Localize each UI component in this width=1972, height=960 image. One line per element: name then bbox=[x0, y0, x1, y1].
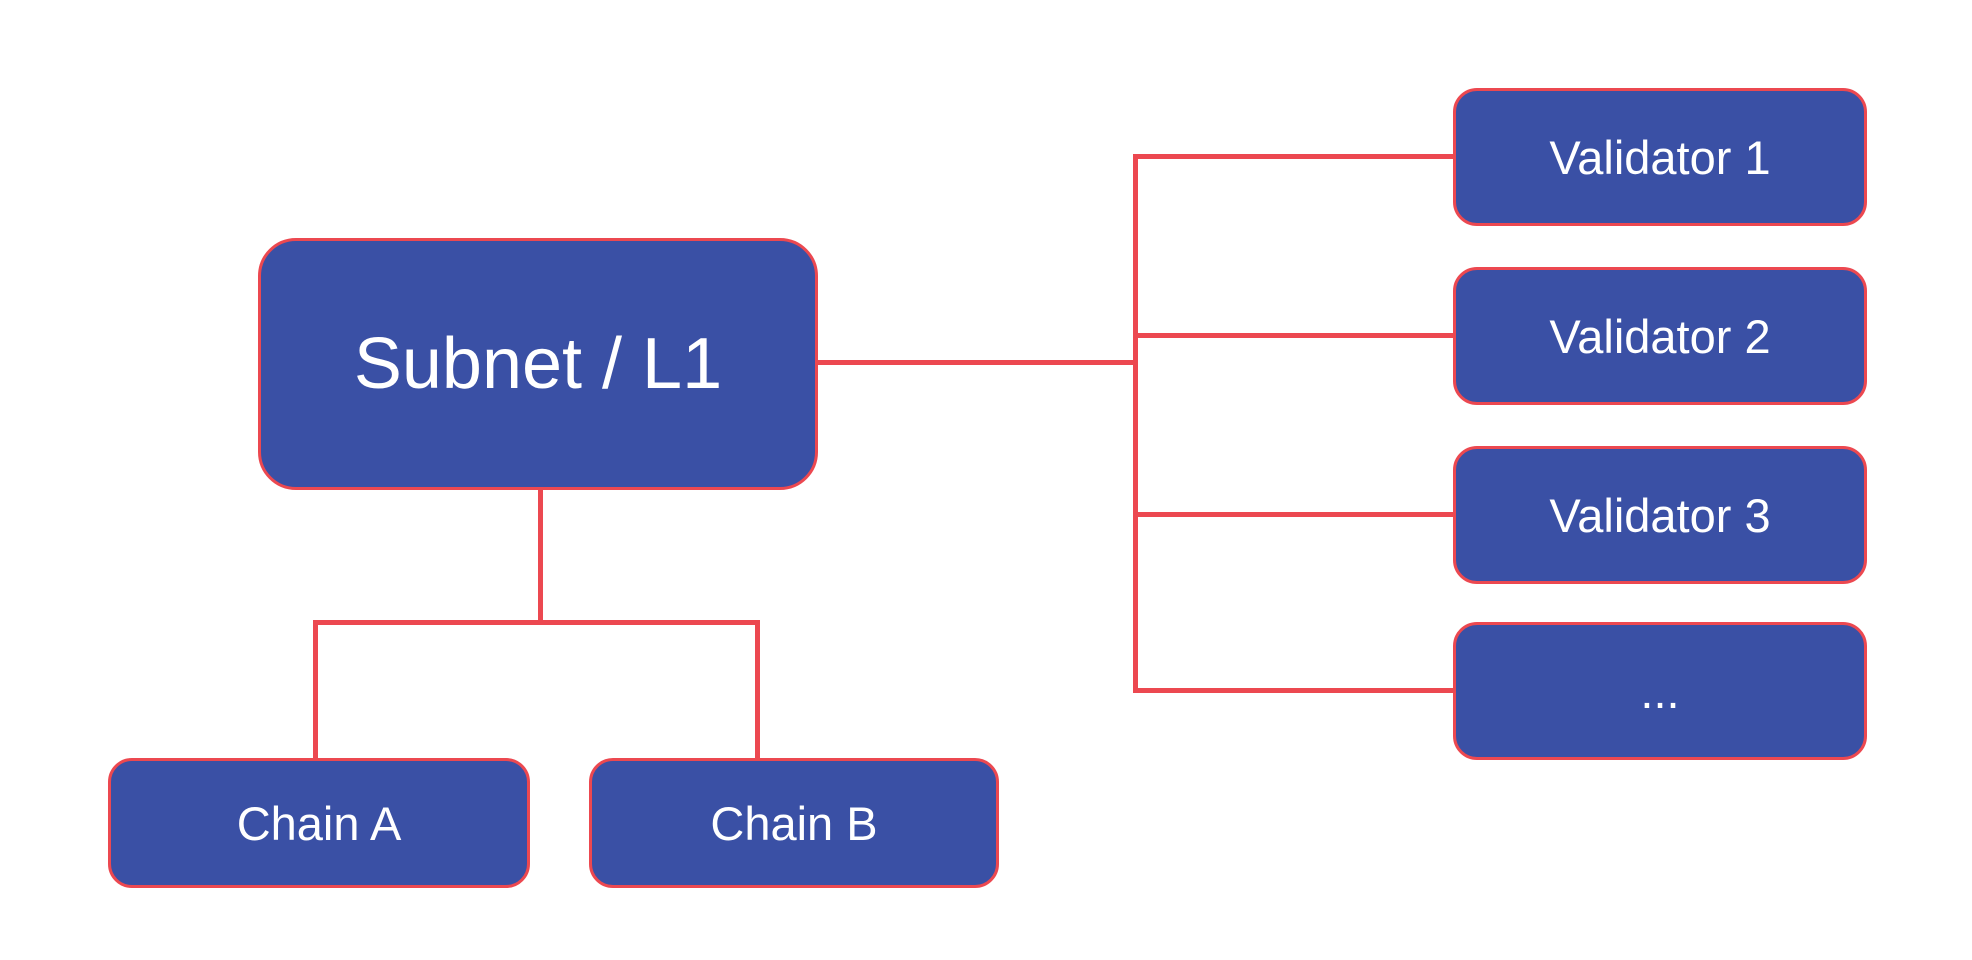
connector-chain-crossbar bbox=[313, 620, 760, 625]
validator-1-node: Validator 1 bbox=[1453, 88, 1867, 226]
validator-more-label: ... bbox=[1640, 664, 1680, 718]
connector-branch-validator-1 bbox=[1133, 154, 1453, 159]
connector-branch-validator-more bbox=[1133, 688, 1453, 693]
validator-more-node: ... bbox=[1453, 622, 1867, 760]
chain-b-label: Chain B bbox=[710, 796, 878, 850]
chain-a-node: Chain A bbox=[108, 758, 530, 888]
chain-b-node: Chain B bbox=[589, 758, 999, 888]
connector-branch-validator-2 bbox=[1133, 333, 1453, 338]
validator-2-label: Validator 2 bbox=[1549, 309, 1771, 363]
subnet-label: Subnet / L1 bbox=[353, 324, 723, 404]
connector-subnet-stem bbox=[538, 486, 543, 622]
validator-2-node: Validator 2 bbox=[1453, 267, 1867, 405]
connector-drop-chain-a bbox=[313, 620, 318, 760]
validator-3-label: Validator 3 bbox=[1549, 488, 1771, 542]
connector-drop-chain-b bbox=[755, 620, 760, 760]
validator-3-node: Validator 3 bbox=[1453, 446, 1867, 584]
chain-a-label: Chain A bbox=[236, 796, 402, 850]
connector-validator-trunk bbox=[1133, 154, 1138, 693]
connector-subnet-to-trunk bbox=[815, 360, 1137, 365]
subnet-node: Subnet / L1 bbox=[258, 238, 818, 490]
connector-branch-validator-3 bbox=[1133, 512, 1453, 517]
validator-1-label: Validator 1 bbox=[1549, 130, 1771, 184]
